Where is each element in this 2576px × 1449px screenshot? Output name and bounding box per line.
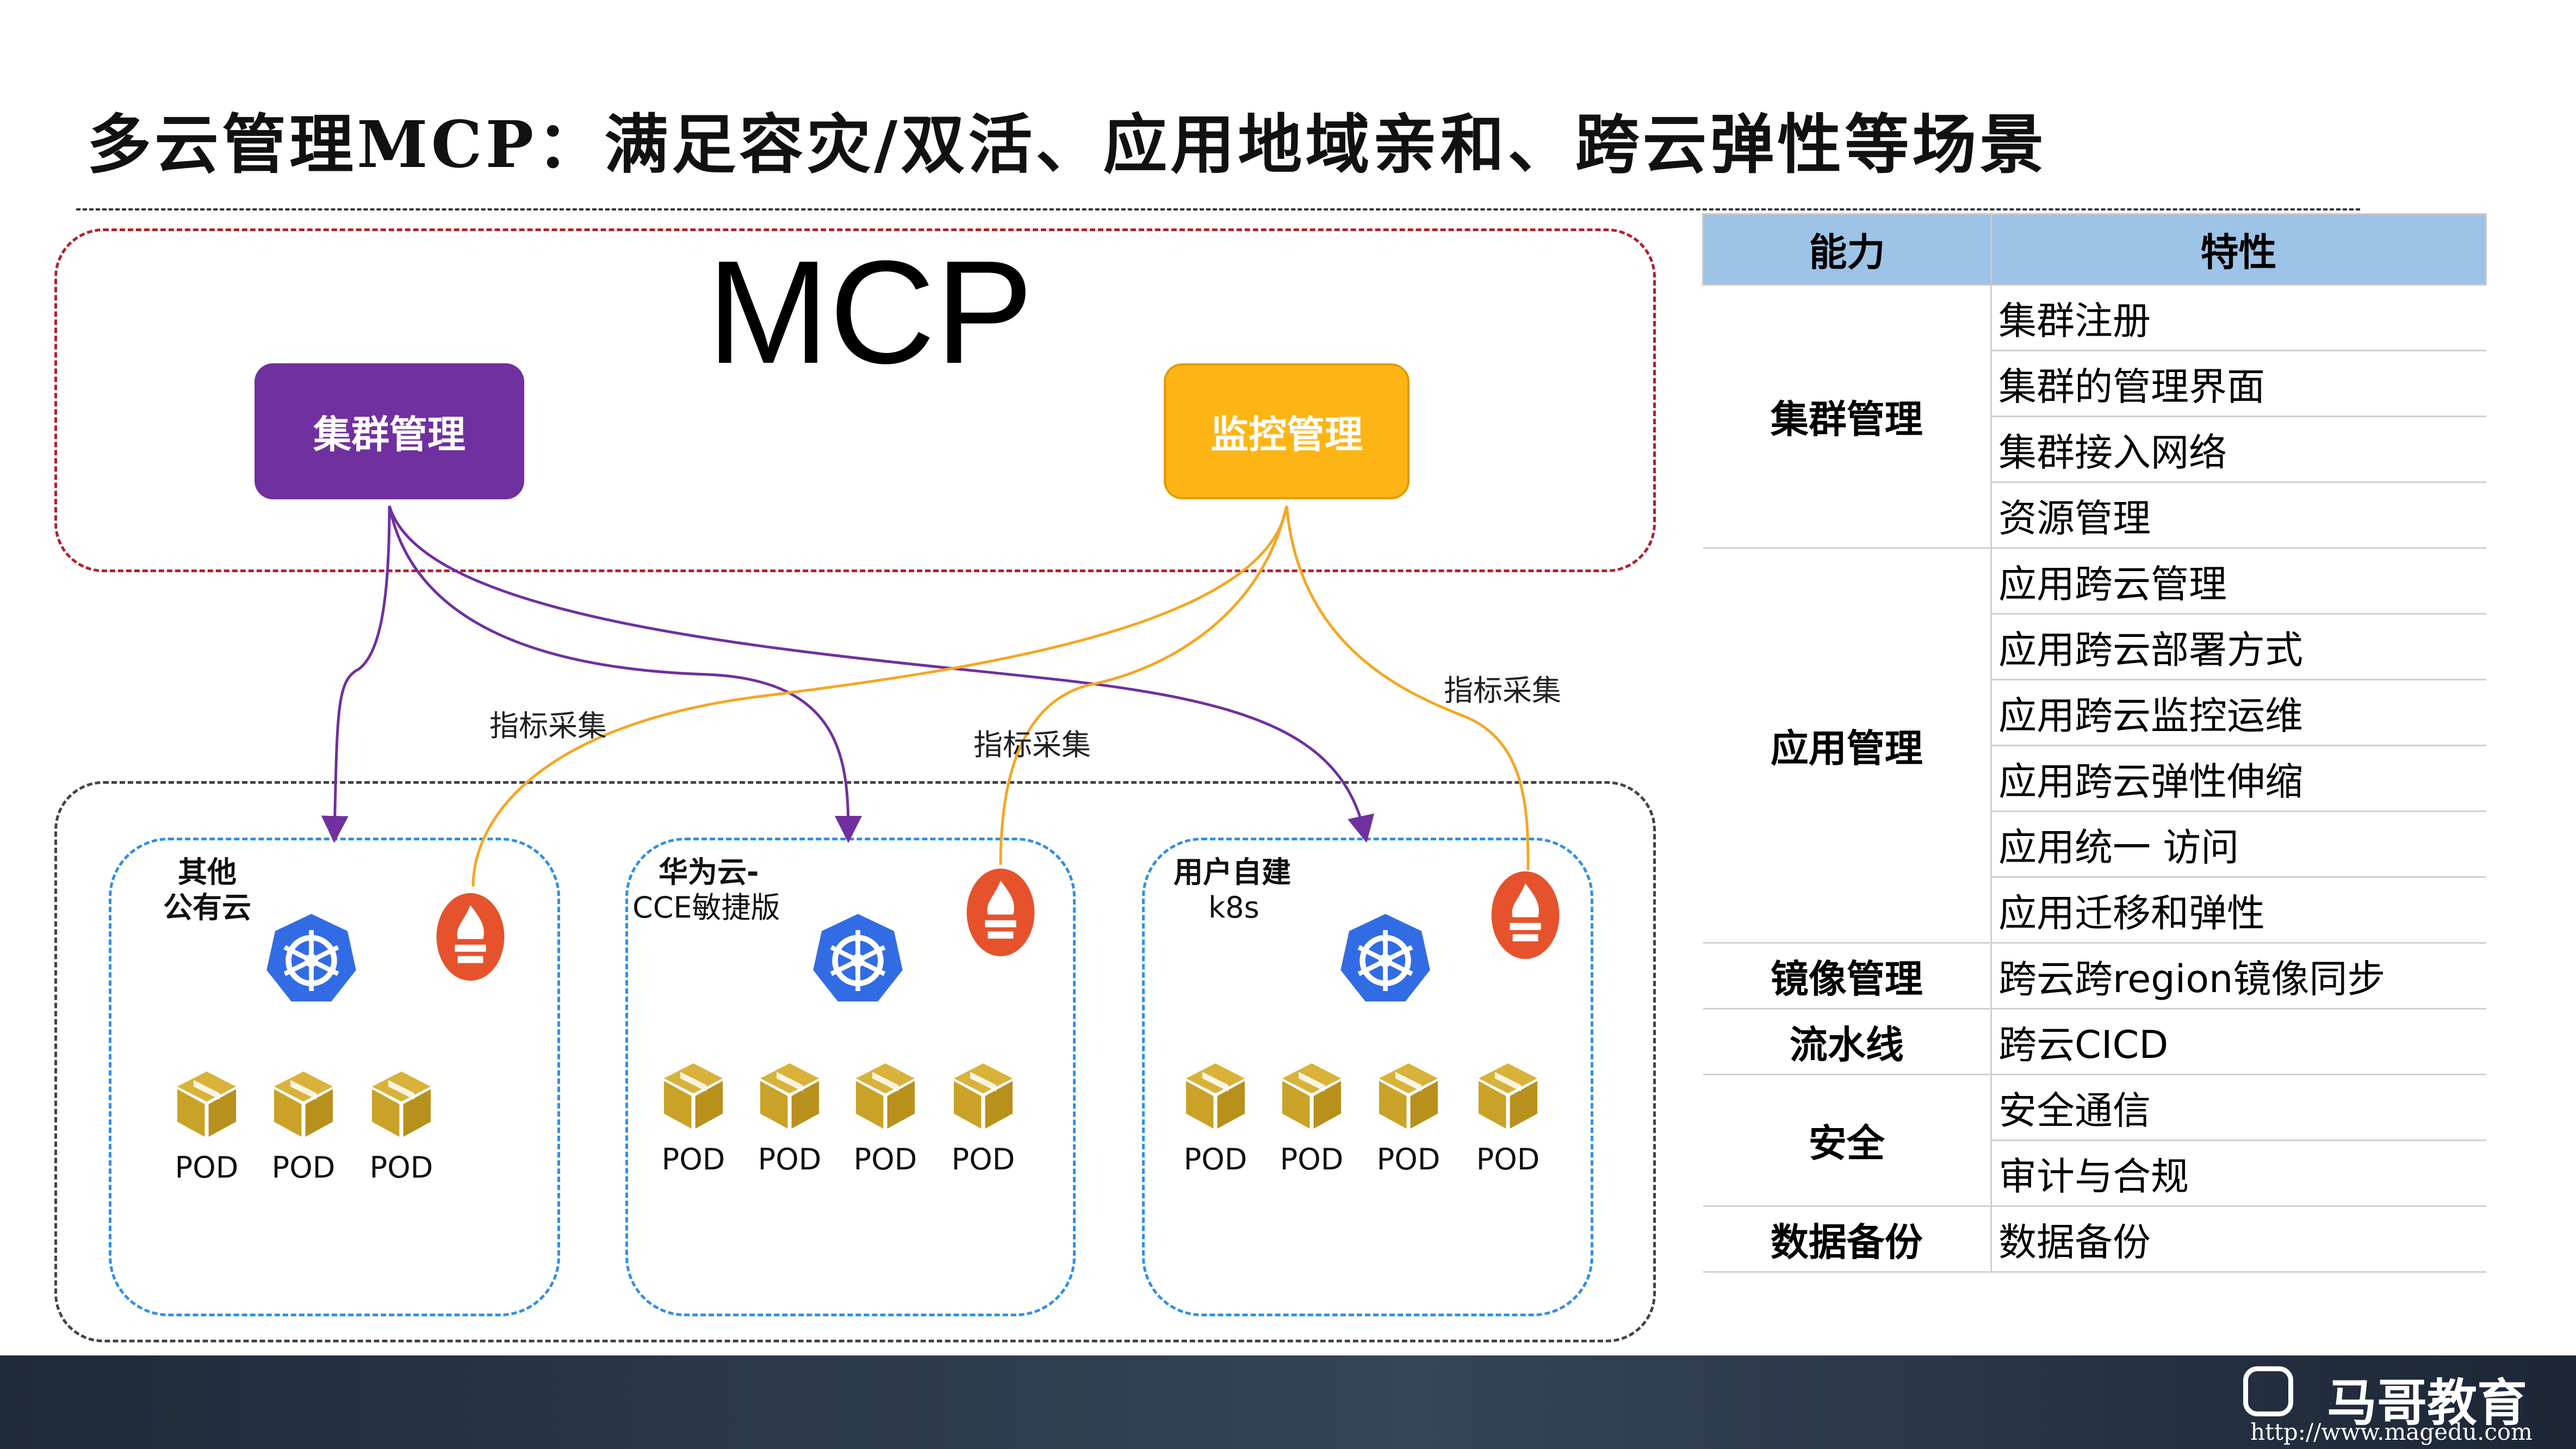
table-row: 数据备份数据备份 [1703,1205,2486,1273]
brand-name: 马哥教育 [2326,1374,2527,1432]
feature-cell: 应用跨云部署方式 [1991,613,2486,680]
footer-url[interactable]: http://www.magedu.com [2250,1419,2532,1445]
capability-cell: 应用管理 [1703,547,1992,944]
cube-icon [664,1063,723,1129]
pod-label: POD [1183,1142,1247,1176]
table-row: 应用统一 访问 [1703,810,2486,878]
cluster-name-line2: CCE敏捷版 [632,890,780,925]
cluster-name-line1: 用户自建 [1174,855,1291,889]
pod-label: POD [1280,1142,1344,1176]
table-row: 流水线跨云CICD [1703,1008,2486,1075]
feature-cell: 集群接入网络 [1991,416,2486,483]
table-row: 审计与合规 [1703,1140,2486,1207]
feature-cell: 审计与合规 [1991,1140,2486,1207]
cube-icon [760,1063,819,1129]
cluster-name-line1: 华为云- [659,855,759,889]
pod-label: POD [1476,1142,1540,1176]
prometheus-icon [436,893,505,981]
cube-icon [954,1063,1013,1129]
kubernetes-icon [813,914,903,1002]
table-row: 应用跨云部署方式 [1703,613,2486,680]
feature-cell: 集群的管理界面 [1991,350,2486,417]
cube-icon [1186,1063,1245,1129]
table-row: 应用管理应用跨云管理 [1703,547,2486,944]
cluster-management-box: 集群管理 [255,363,524,499]
footer-bar [0,1355,2576,1449]
pod-label: POD [853,1142,917,1176]
feature-cell: 跨云CICD [1991,1008,2486,1075]
kubernetes-icon [1340,914,1430,1002]
cluster-name-line2: 公有云 [163,890,251,925]
table-row: 应用跨云监控运维 [1703,679,2486,746]
capability-cell: 安全 [1703,1074,1992,1207]
mcp-frame [54,228,1656,572]
metric-collection-label-2: 指标采集 [973,728,1091,762]
cube-icon [1479,1063,1537,1129]
metric-collection-label-3: 指标采集 [1444,673,1561,708]
feature-cell: 应用迁移和弹性 [1991,876,2486,944]
pod-label: POD [271,1150,336,1185]
cube-icon [177,1072,236,1137]
capability-table: 能力 特性 集群管理集群注册集群的管理界面集群接入网络资源管理应用管理应用跨云管… [1702,213,2487,1273]
table-row: 应用跨云弹性伸缩 [1703,745,2486,812]
cube-icon [856,1063,915,1129]
header-feature: 特性 [1990,213,2487,286]
cluster-name-line2: k8s [1208,890,1259,925]
capability-cell: 数据备份 [1703,1205,1992,1273]
capability-cell: 集群管理 [1703,284,1992,549]
monitor-management-box: 监控管理 [1164,363,1410,499]
pod-label: POD [661,1142,725,1176]
monitor-management-lines [471,505,1530,887]
header-capability: 能力 [1702,213,1992,286]
table-row: 安全安全通信 [1703,1074,2486,1207]
table-row: 资源管理 [1703,481,2486,549]
pod-label: POD [369,1150,433,1185]
feature-cell: 应用跨云管理 [1991,547,2486,615]
cube-icon [274,1072,333,1137]
pod-label: POD [175,1150,239,1185]
pod-label: POD [1376,1142,1441,1176]
table-row: 集群的管理界面 [1703,350,2486,417]
feature-cell: 安全通信 [1991,1074,2486,1141]
clusters-frame [54,781,1656,1342]
cluster-name-other-cloud: 其他 公有云 [163,855,251,926]
feature-cell: 资源管理 [1991,481,2486,549]
prometheus-icon [966,868,1035,957]
magedu-logo-icon [2243,1366,2293,1416]
mcp-title: MCP [707,231,1033,394]
kubernetes-icon [266,914,356,1002]
feature-cell: 应用跨云监控运维 [1991,679,2486,746]
table-header-row: 能力 特性 [1702,213,2487,286]
pod-label: POD [758,1142,822,1176]
table-row: 应用迁移和弹性 [1703,876,2486,944]
cluster-name-self-built: 用户自建 k8s [1174,855,1291,926]
table-row: 镜像管理跨云跨region镜像同步 [1703,942,2486,1010]
table-row: 集群管理集群注册 [1703,284,2486,549]
feature-cell: 应用跨云弹性伸缩 [1991,745,2486,812]
feature-cell: 跨云跨region镜像同步 [1991,942,2486,1010]
prometheus-icon [1491,871,1560,959]
title-divider [76,208,2360,210]
feature-cell: 应用统一 访问 [1991,810,2486,878]
connector-lines [321,505,1530,887]
table-row: 集群接入网络 [1703,416,2486,483]
cluster-name-huawei-cce: 华为云- CCE敏捷版 [632,855,780,926]
feature-cell: 数据备份 [1991,1205,2486,1273]
capability-cell: 镜像管理 [1703,942,1992,1010]
metric-collection-label-1: 指标采集 [489,709,607,743]
cube-icon [1379,1063,1438,1129]
cube-icon [372,1072,431,1137]
cube-icon [1282,1063,1341,1129]
pod-label: POD [951,1142,1015,1176]
cluster-management-lines [321,505,1375,843]
cluster-name-line1: 其他 [178,855,237,889]
capability-cell: 流水线 [1703,1008,1992,1075]
feature-cell: 集群注册 [1991,284,2486,351]
page-title: 多云管理MCP：满足容灾/双活、应用地域亲和、跨云弹性等场景 [87,107,2047,182]
